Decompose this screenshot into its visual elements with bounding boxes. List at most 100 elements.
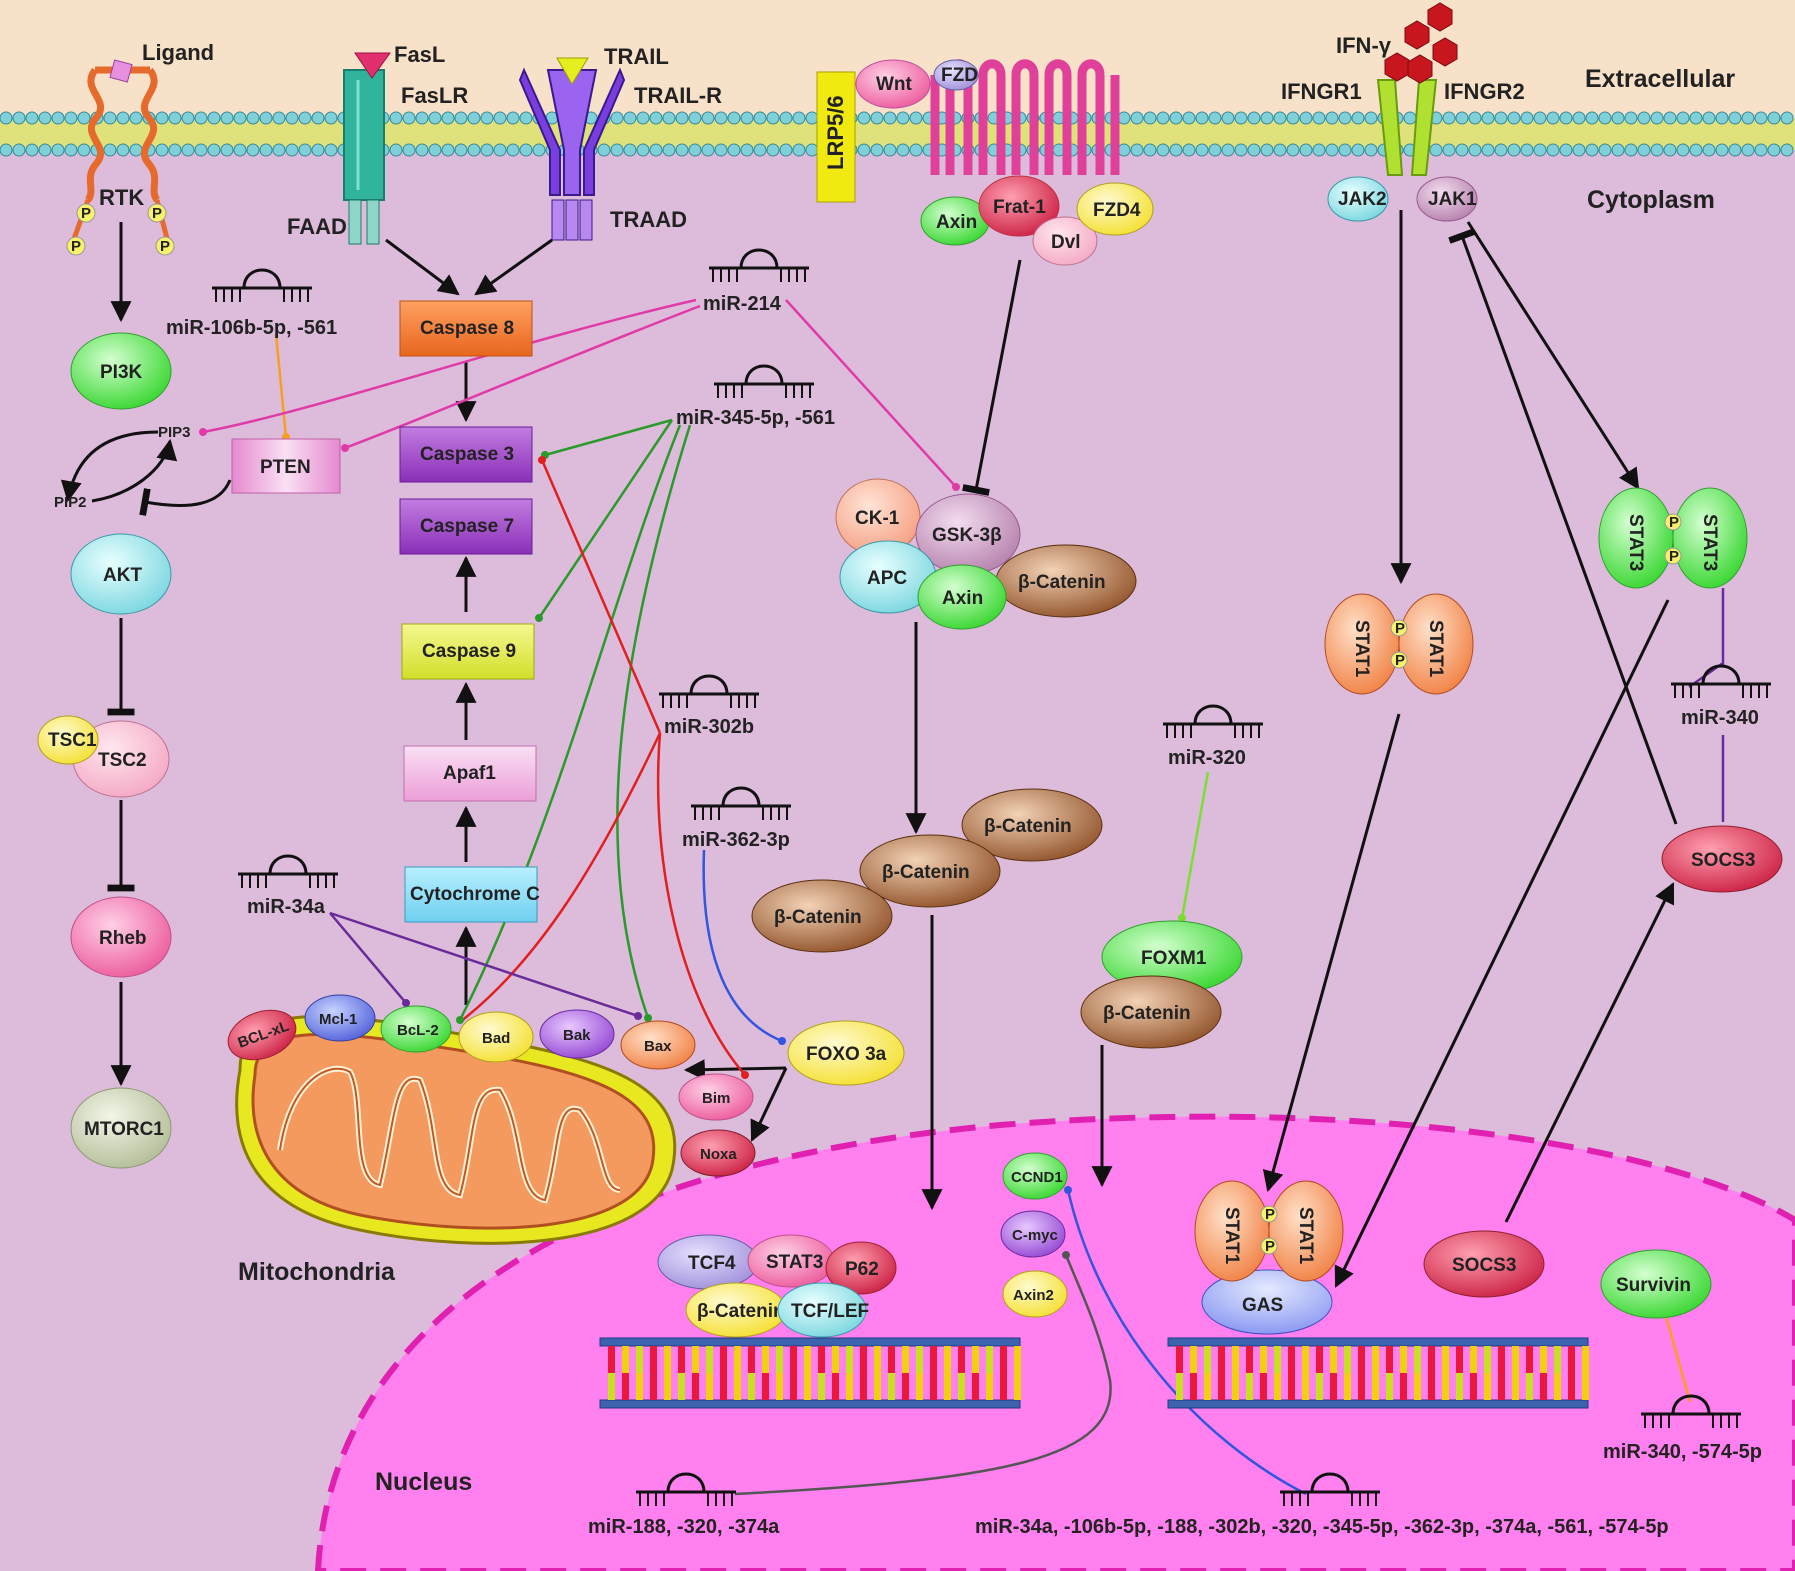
ifngr2-label: IFNGR2: [1444, 79, 1525, 104]
bcatenin-nucleus-label: β-Catenin: [697, 1301, 785, 1322]
mirna-hairpins: [212, 248, 1771, 1506]
svg-text:P: P: [152, 205, 162, 222]
ck1-label: CK-1: [855, 508, 900, 529]
frat1-label: Frat-1: [993, 197, 1046, 218]
pip3-label: PIP3: [158, 424, 191, 441]
bcl2-node: [380, 1005, 452, 1053]
rheb-label: Rheb: [99, 928, 147, 949]
caspase7-label: Caspase 7: [420, 516, 514, 537]
axin-node: [917, 564, 1007, 630]
socs3-nucleus-label: SOCS3: [1452, 1255, 1516, 1276]
caspase9-node: [401, 623, 535, 680]
pip2-label: PIP2: [54, 494, 87, 511]
bcatenin-node-1: [961, 788, 1103, 862]
ligand-cube: [109, 59, 133, 83]
wnt-label: Wnt: [876, 74, 913, 95]
mir-106b-label: miR-106b-5p, -561: [166, 317, 337, 339]
svg-text:P: P: [1669, 514, 1679, 531]
mitochondrion: [235, 1014, 677, 1245]
mir-320-label: miR-320: [1168, 747, 1246, 769]
mcl1-node: [304, 994, 376, 1042]
gas-node: [1201, 1269, 1333, 1335]
cmyc-node: [1000, 1210, 1066, 1258]
stat3-nucleus-label: STAT3: [766, 1252, 823, 1273]
mir-340-574-label: miR-340, -574-5p: [1603, 1441, 1762, 1463]
nucleus-region: [314, 1113, 1795, 1571]
cytochrome-c-node: [404, 866, 538, 923]
cytochrome-c-label: Cytochrome C: [410, 884, 540, 905]
pi3k-node: [70, 332, 172, 410]
svg-text:P: P: [1265, 1206, 1275, 1223]
svg-text:P: P: [71, 238, 81, 255]
fzd4-label: FZD4: [1093, 200, 1141, 221]
foxm1-label: FOXM1: [1141, 948, 1207, 969]
svg-text:P: P: [1395, 652, 1405, 669]
bad-label: Bad: [482, 1030, 510, 1047]
caspase8-label: Caspase 8: [420, 318, 514, 339]
p62-label: P62: [845, 1259, 879, 1280]
lrp-label: LRP5/6: [823, 95, 848, 170]
jak2-label: JAK2: [1338, 189, 1387, 210]
gas-label: GAS: [1242, 1295, 1283, 1316]
bcatenin-foxm1-node: [1080, 975, 1222, 1049]
extracellular-label: Extracellular: [1585, 65, 1735, 93]
bcatenin-node-2: [859, 834, 1001, 908]
bim-label: Bim: [702, 1090, 730, 1107]
apaf1-node: [403, 745, 537, 802]
mir-340-label: miR-340: [1681, 707, 1759, 729]
dna-strand-stat: [1167, 1337, 1589, 1409]
bcl2-label: BcL-2: [397, 1022, 439, 1039]
pi3k-label: PI3K: [100, 362, 143, 383]
axin2-label: Axin2: [1013, 1287, 1054, 1304]
trail-r-label: TRAIL-R: [634, 83, 722, 108]
inhibition-dots: [199, 428, 1186, 1259]
bcatenin-label-2: β-Catenin: [882, 862, 970, 883]
noxa-node: [680, 1129, 756, 1177]
noxa-label: Noxa: [700, 1146, 737, 1163]
akt-label: AKT: [103, 565, 142, 586]
stat1-dimer-nucleus: [1194, 1180, 1344, 1282]
survivin-node: [1600, 1249, 1712, 1319]
bim-node: [678, 1073, 754, 1121]
apaf1-label: Apaf1: [443, 763, 496, 784]
cytoplasm-label: Cytoplasm: [1587, 186, 1715, 214]
mcl1-label: Mcl-1: [319, 1011, 357, 1028]
ifn-gamma-label: IFN-γ: [1336, 33, 1392, 58]
mir-all-label: miR-34a, -106b-5p, -188, -302b, -320, -3…: [975, 1516, 1669, 1538]
fasl-label: FasL: [394, 42, 445, 67]
bcatenin-foxm1-label: β-Catenin: [1103, 1003, 1191, 1024]
fzd-label: FZD: [941, 65, 978, 86]
svg-text:P: P: [160, 238, 170, 255]
caspase3-label: Caspase 3: [420, 444, 514, 465]
mir-362-label: miR-362-3p: [682, 829, 790, 851]
jak1-label: JAK1: [1428, 189, 1477, 210]
mir-188-label: miR-188, -320, -374a: [588, 1516, 780, 1538]
mir-302b-label: miR-302b: [664, 716, 754, 738]
bcatenin-label-3: β-Catenin: [774, 907, 862, 928]
akt-node: [70, 533, 172, 615]
bak-label: Bak: [563, 1027, 591, 1044]
svg-text:P: P: [81, 205, 91, 222]
tcf-lef-node: [777, 1282, 867, 1338]
mitochondria-label: Mitochondria: [238, 1258, 396, 1286]
svg-text:P: P: [1265, 1238, 1275, 1255]
stat3-label-b: STAT3: [1699, 514, 1720, 571]
mirna-connectors: [202, 298, 1725, 1496]
socs3-cytoplasm-label: SOCS3: [1691, 850, 1755, 871]
ifngr1-label: IFNGR1: [1281, 79, 1362, 104]
survivin-label: Survivin: [1616, 1275, 1691, 1296]
jak2-node: [1327, 176, 1389, 222]
tsc1-label: TSC1: [48, 730, 97, 751]
axin2-node: [1002, 1270, 1068, 1318]
axin-label: Axin: [942, 588, 983, 609]
tsc1-node: [37, 715, 99, 765]
bcatenin-label-1: β-Catenin: [984, 816, 1072, 837]
caspase7-node: [399, 498, 533, 555]
trail-ligand: [556, 57, 589, 85]
bak-node: [539, 1009, 615, 1059]
bad-node: [458, 1011, 534, 1063]
faslr-receptor: [343, 52, 391, 245]
bcatenin-complex-label: β-Catenin: [1018, 572, 1106, 593]
